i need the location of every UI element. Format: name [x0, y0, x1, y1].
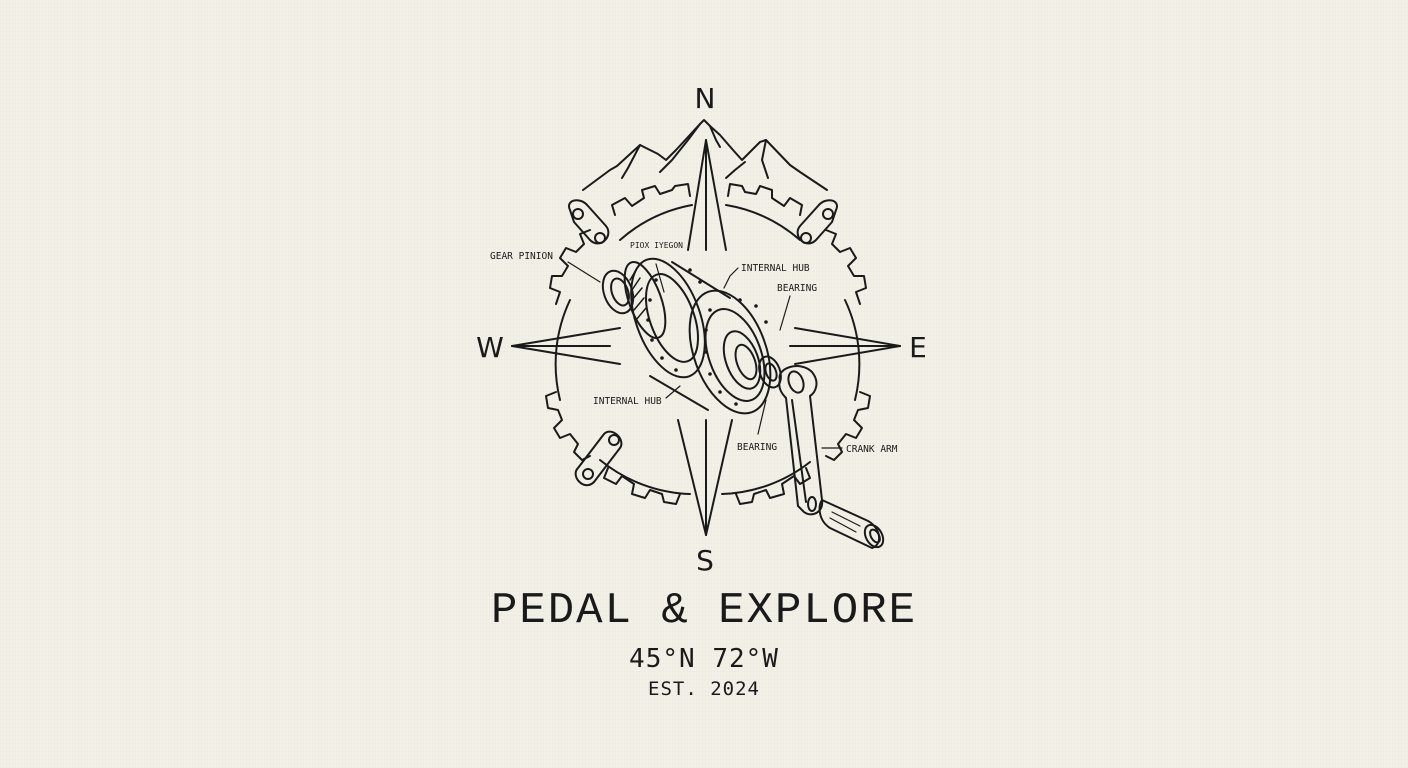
- callout-internal-hub-bottom: INTERNAL HUB: [593, 396, 662, 407]
- chain-link-icon: [568, 199, 838, 487]
- mountains-icon: [582, 119, 828, 191]
- internal-gear-hub-icon: [601, 257, 782, 415]
- brand-established: EST. 2024: [648, 678, 760, 700]
- brand-name: PEDAL & EXPLORE: [490, 586, 918, 636]
- compass-east-label: E: [909, 331, 927, 364]
- compass-north-label: N: [695, 82, 716, 115]
- compass-west-label: W: [476, 331, 504, 364]
- brand-coordinates: 45°N 72°W: [629, 644, 779, 674]
- callout-crank-arm: CRANK ARM: [846, 444, 898, 455]
- callout-internal-hub-top: INTERNAL HUB: [741, 263, 810, 274]
- callout-bearing-top: BEARING: [777, 283, 817, 294]
- chainring-gear-icon: [545, 183, 871, 505]
- compass-rose-icon: [511, 139, 901, 536]
- callout-garbled: PIOX IYEGON: [630, 241, 683, 250]
- crank-arm-pedal-icon: [778, 365, 885, 549]
- callout-gear-pinion: GEAR PINION: [490, 251, 553, 262]
- compass-south-label: S: [696, 544, 714, 577]
- callout-bearing-bottom: BEARING: [737, 442, 777, 453]
